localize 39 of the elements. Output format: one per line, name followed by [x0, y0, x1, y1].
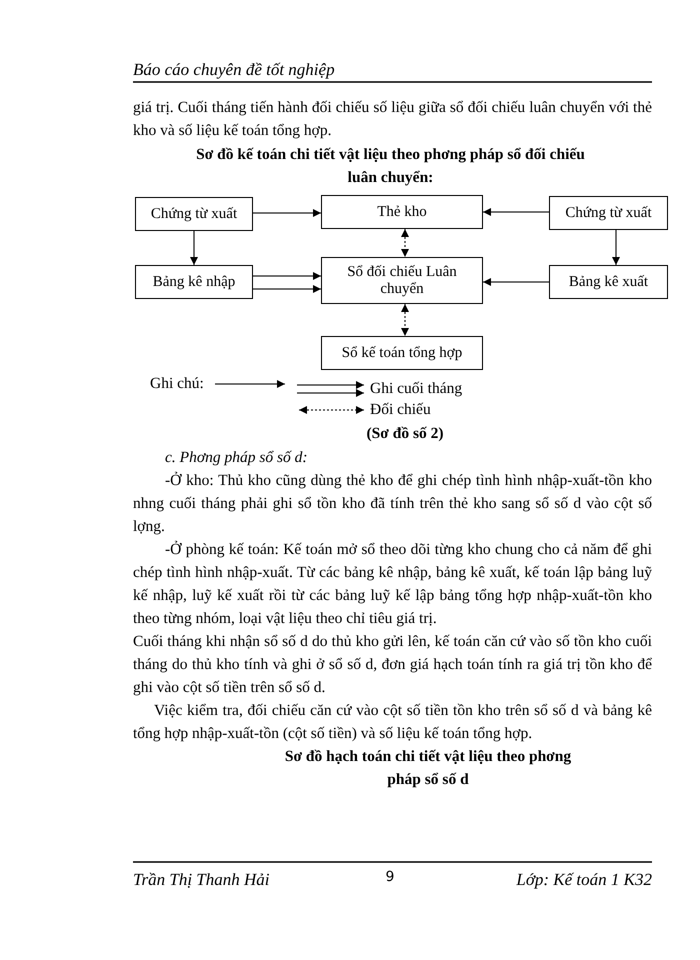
page-header: Báo cáo chuyên đề tốt nghiệp — [133, 59, 336, 81]
page-number: 9 — [384, 868, 396, 887]
legend-text: Đối chiếu — [370, 400, 431, 420]
arrow — [482, 208, 550, 216]
arrow — [190, 230, 198, 266]
section-title: Sơ đồ hạch toán chi tiết vật liệu theo phơng pháp sổ số d — [284, 747, 572, 790]
paragraph: -Ở kho: Thủ kho cũng dùng thẻ kho để ghi chép tình hình nhập-xuất-tồn kho nhng cuối tháng phải ghi sổ tồn kho đã tính trên thẻ kho sang sổ số d vào cột số lợng. — [133, 470, 652, 537]
process-box — [549, 265, 668, 299]
node-text: Chứng từ xuất — [564, 204, 653, 222]
process-box — [135, 197, 253, 231]
process-box — [549, 196, 668, 230]
diagram-title: Sơ đồ kế toán chi tiết vật liệu theo phơng pháp sổ đối chiếu luân chuyển: — [195, 145, 586, 188]
node-text: Thẻ kho — [376, 204, 428, 220]
arrow — [401, 304, 409, 336]
diagram-caption: (Sơ đồ số 2) — [365, 424, 445, 444]
node-text: Bảng kê xuất — [568, 274, 650, 290]
legend-text: Ghi cuối tháng — [370, 379, 462, 399]
paragraph: Việc kiểm tra, đối chiếu căn cứ vào cột số tiền tồn kho trên sổ số d và bảng kê tổng hợp nhập-xuất-tồn (cột số tiền) và số liệu kế toán tổng hợp. — [133, 701, 652, 744]
paragraph: -Ở phòng kế toán: Kế toán mở sổ theo dõi từng kho chung cho cả năm để ghi chép tình hình nhập-xuất. Từ các bảng kê nhập, bảng kê xuất, kế toán lập bảng luỹ kế nhập, luỹ kế xuất rồi từ các bảng luỹ kế lập bảng tổng hợp nhập-xuất-tồn kho theo từng nhóm, loại vật liệu theo chỉ tiêu giá trị. — [133, 540, 652, 629]
process-box — [321, 195, 483, 229]
arrow — [252, 285, 322, 293]
paragraph: Cuối tháng khi nhận sổ số d do thủ kho gửi lên, kế toán căn cứ vào số tồn kho cuối tháng do thủ kho tính và ghi ở sổ số d, đơn giá hạch toán tính ra giá trị tồn kho để ghi vào cột số tiền trên sổ số d. — [133, 632, 652, 698]
arrow — [252, 209, 322, 217]
section-heading: c. Phơng pháp sổ số d: — [165, 448, 309, 468]
node-text: Sổ kế toán tổng hợp — [340, 344, 464, 362]
process-box — [321, 336, 483, 370]
arrow — [401, 228, 409, 258]
arrow — [482, 278, 550, 286]
process-box — [135, 265, 253, 299]
arrow — [252, 272, 322, 280]
node-text: Bảng kê nhập — [152, 274, 236, 290]
node-text: Chứng từ xuất — [150, 206, 238, 222]
legend-heading: Ghi chú: — [150, 374, 205, 394]
footer-text: Trần Thị Thanh Hải — [133, 869, 271, 891]
paragraph: giá trị. Cuối tháng tiến hành đối chiếu số liệu giữa sổ đối chiếu luân chuyển với thẻ kho và số liệu kế toán tổng hợp. — [133, 98, 652, 141]
node-text: Sổ đối chiếu Luân chuyển — [346, 264, 458, 298]
process-box — [321, 257, 483, 304]
footer-text: Lớp: Kế toán 1 K32 — [515, 869, 652, 891]
arrow — [612, 230, 620, 266]
